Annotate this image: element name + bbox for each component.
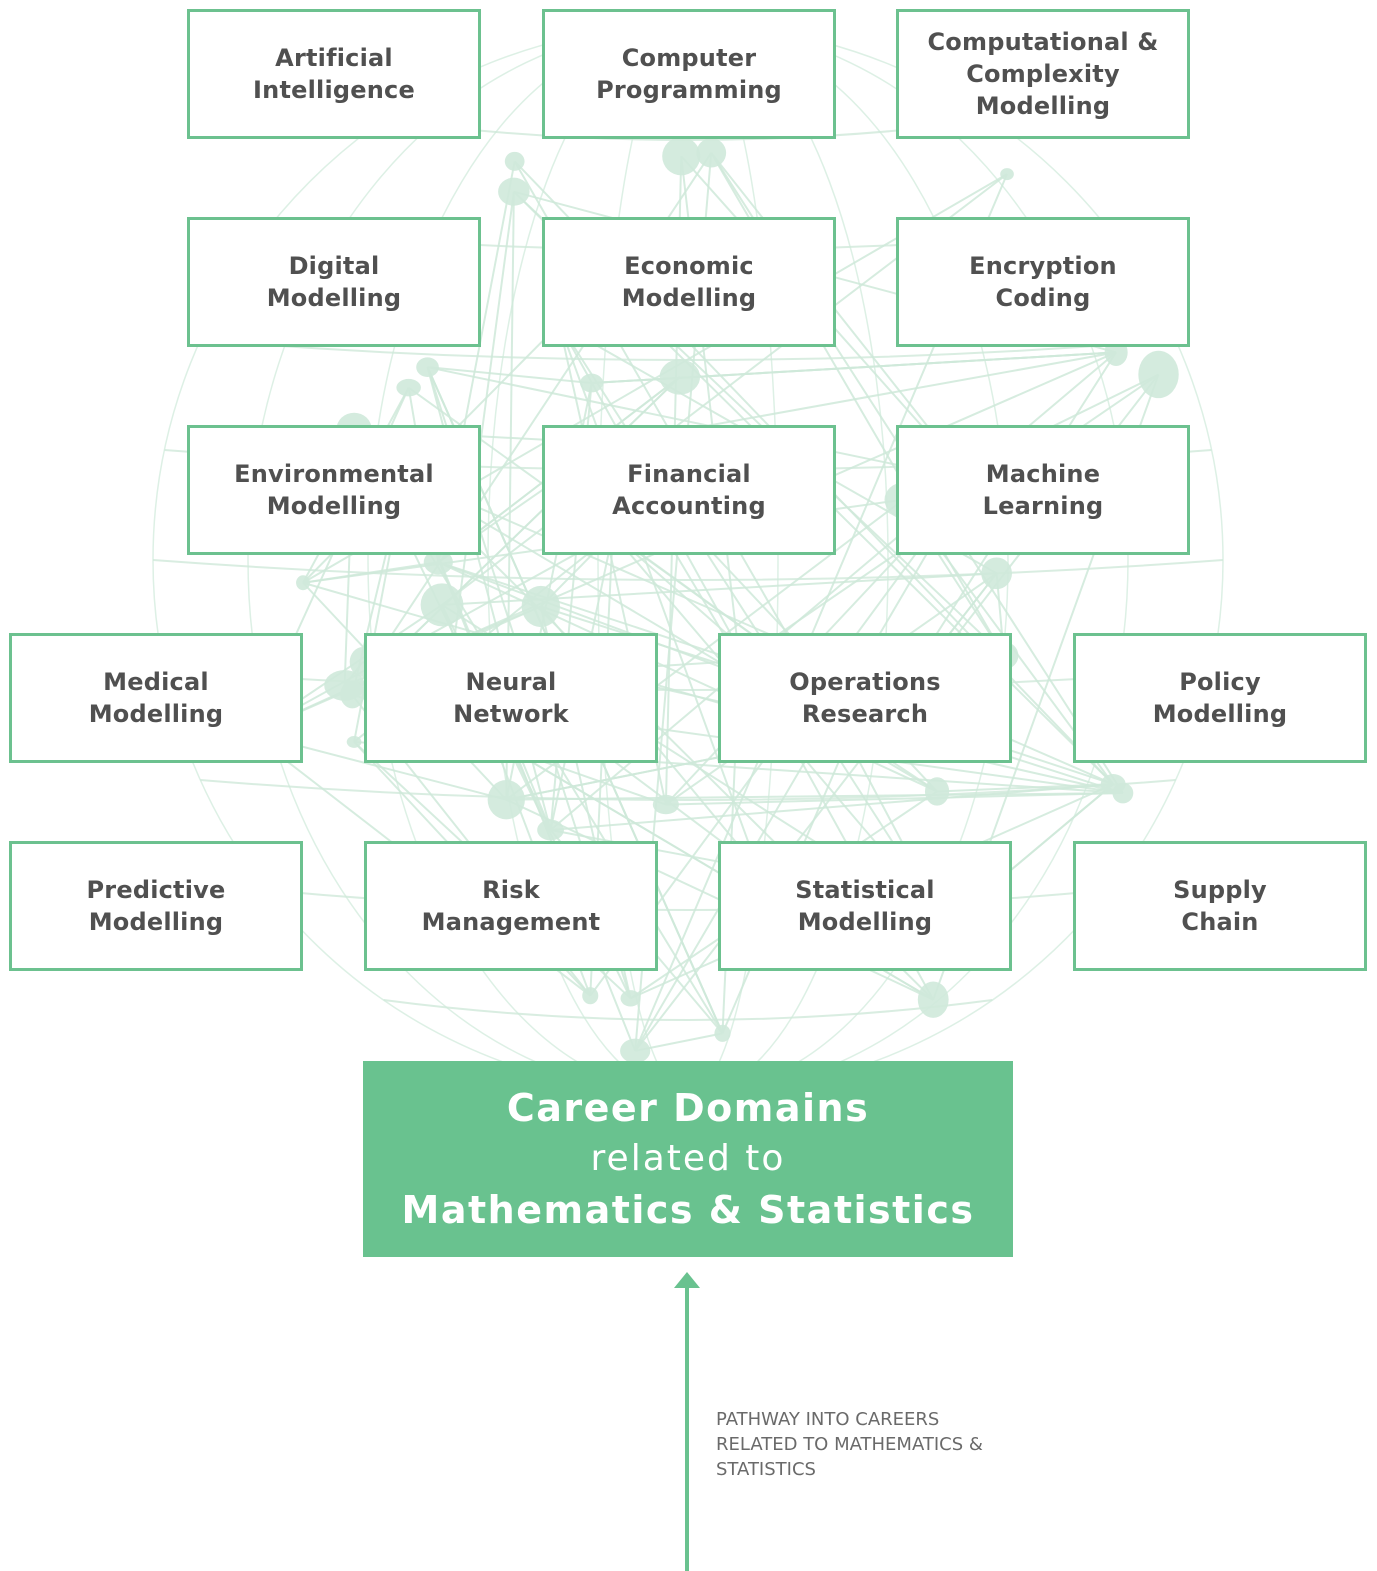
domain-box-machine-learning: Machine Learning (896, 425, 1190, 555)
domain-box-supply-chain: Supply Chain (1073, 841, 1367, 971)
domain-label: Medical Modelling (88, 668, 224, 728)
domain-box-encryption-coding: Encryption Coding (896, 217, 1190, 347)
domain-label: Computational & Complexity Modelling (927, 28, 1159, 120)
domain-label: Encryption Coding (969, 252, 1117, 312)
title-line-mathematics-statistics: Mathematics & Statistics (401, 1188, 975, 1232)
domain-label: Predictive Modelling (86, 876, 226, 936)
domain-label: Risk Management (421, 876, 601, 936)
pathway-arrow-line (685, 1285, 689, 1571)
domain-box-economic-modelling: Economic Modelling (542, 217, 836, 347)
domain-label: Environmental Modelling (234, 460, 434, 520)
domain-box-computational-complexity-modelling: Computational & Complexity Modelling (896, 9, 1190, 139)
domain-label: Neural Network (453, 668, 569, 728)
domain-label: Financial Accounting (612, 460, 766, 520)
domain-box-predictive-modelling: Predictive Modelling (9, 841, 303, 971)
title-line-related-to: related to (590, 1138, 786, 1179)
career-domains-title-box: Career Domains related to Mathematics & … (363, 1061, 1013, 1257)
pathway-label: PATHWAY INTO CAREERS RELATED TO MATHEMAT… (716, 1409, 983, 1480)
domain-box-operations-research: Operations Research (718, 633, 1012, 763)
domain-box-statistical-modelling: Statistical Modelling (718, 841, 1012, 971)
domain-box-policy-modelling: Policy Modelling (1073, 633, 1367, 763)
domain-box-computer-programming: Computer Programming (542, 9, 836, 139)
domain-label: Computer Programming (596, 44, 782, 104)
domain-label: Supply Chain (1173, 876, 1267, 936)
domain-box-risk-management: Risk Management (364, 841, 658, 971)
domain-label: Policy Modelling (1152, 668, 1288, 728)
domain-label: Economic Modelling (621, 252, 757, 312)
domain-box-environmental-modelling: Environmental Modelling (187, 425, 481, 555)
domain-label: Operations Research (789, 668, 941, 728)
domain-label: Machine Learning (982, 460, 1104, 520)
title-line-career-domains: Career Domains (506, 1086, 870, 1130)
domain-box-neural-network: Neural Network (364, 633, 658, 763)
domain-label: Artificial Intelligence (253, 44, 415, 104)
domain-label: Digital Modelling (266, 252, 402, 312)
domain-box-artificial-intelligence: Artificial Intelligence (187, 9, 481, 139)
network-lines (152, 24, 1224, 1096)
domain-box-medical-modelling: Medical Modelling (9, 633, 303, 763)
domain-box-financial-accounting: Financial Accounting (542, 425, 836, 555)
domain-box-digital-modelling: Digital Modelling (187, 217, 481, 347)
arrow-up-icon (674, 1272, 700, 1288)
domain-label: Statistical Modelling (795, 876, 935, 936)
